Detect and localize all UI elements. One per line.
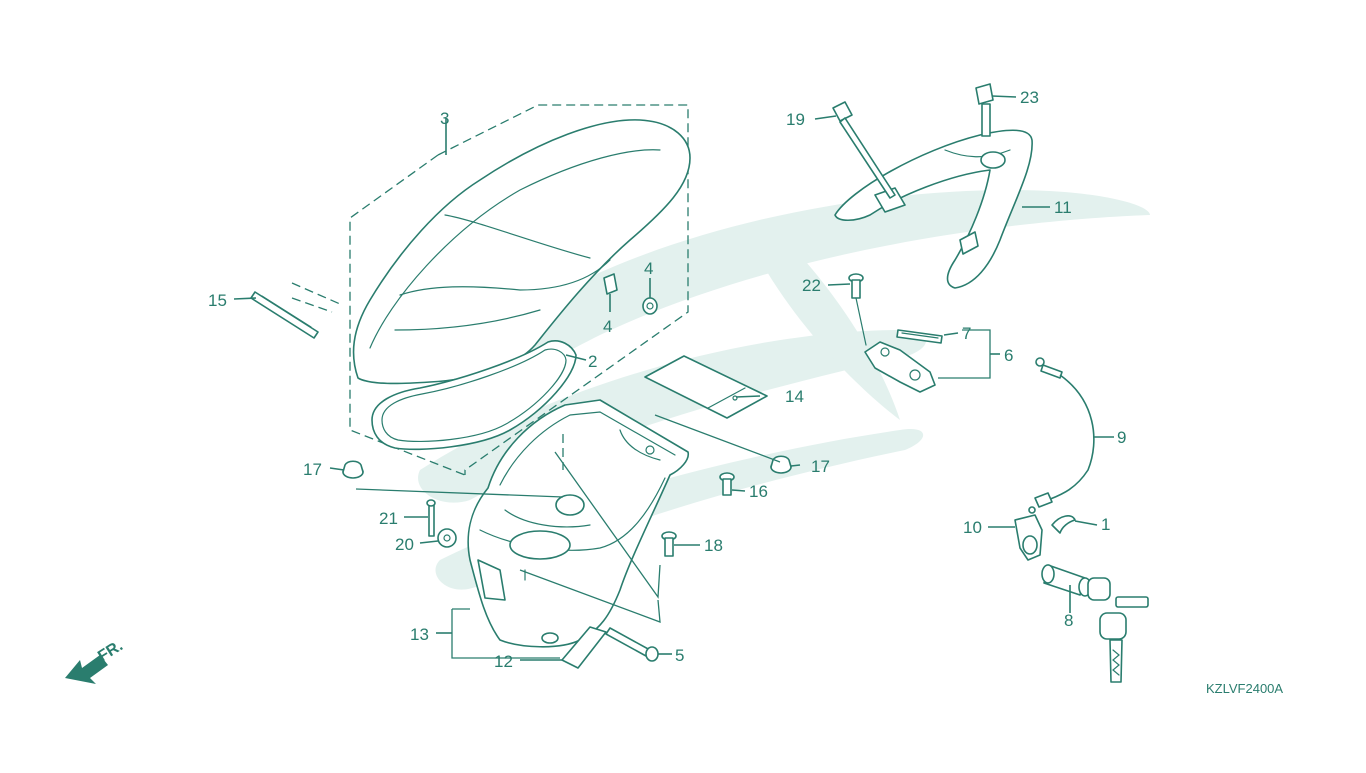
lock-bracket: [1014, 514, 1043, 561]
front-arrow-icon: FR.: [65, 637, 126, 684]
callout-3: 3: [440, 109, 449, 128]
callout-21: 21: [379, 509, 398, 528]
washer-20: [437, 528, 457, 548]
pad: [561, 626, 607, 669]
diagram-code: KZLVF2400A: [1206, 681, 1283, 696]
callout-1: 1: [1101, 515, 1110, 534]
side-strip: [250, 291, 319, 339]
seat-latch: [864, 329, 943, 393]
callout-14: 14: [785, 387, 804, 406]
leader-lines: [233, 95, 1114, 661]
clip: [1051, 515, 1076, 534]
callout-17b: 17: [811, 457, 830, 476]
seat-group-outline: [291, 104, 689, 476]
rubber-cap-right: [770, 455, 792, 474]
callout-19: 19: [786, 110, 805, 129]
callout-23: 23: [1020, 88, 1039, 107]
long-bolt: [605, 627, 659, 662]
bolt-18: [661, 531, 677, 557]
callout-18: 18: [704, 536, 723, 555]
luggage-box: [467, 399, 690, 648]
bolt-16: [719, 472, 735, 496]
bolt-23: [975, 83, 994, 137]
callout-16: 16: [749, 482, 768, 501]
doc-plate: [644, 355, 768, 419]
callout-9: 9: [1117, 428, 1126, 447]
bolt-22: [848, 273, 867, 346]
callouts: 1 2 3 4 4 5 6 7 8 9 10 11 12 13 14 15 16…: [208, 88, 1126, 671]
callout-5: 5: [675, 646, 684, 665]
callout-12: 12: [494, 652, 513, 671]
lock-cable: [1028, 357, 1095, 514]
callout-4b: 4: [603, 317, 612, 336]
bolt-19: [832, 101, 896, 199]
callout-6: 6: [1004, 346, 1013, 365]
pin-21: [426, 499, 436, 537]
callout-7: 7: [962, 324, 971, 343]
callout-8: 8: [1064, 611, 1073, 630]
seat-seal: [371, 340, 577, 451]
callout-20: 20: [395, 535, 414, 554]
grab-rail: [834, 129, 1033, 289]
callout-15: 15: [208, 291, 227, 310]
callout-10: 10: [963, 518, 982, 537]
rubber-cap-left: [342, 460, 364, 479]
callout-4a: 4: [644, 259, 653, 278]
callout-17a: 17: [303, 460, 322, 479]
callout-13: 13: [410, 625, 429, 644]
callout-22: 22: [802, 276, 821, 295]
callout-2: 2: [588, 352, 597, 371]
key-cylinder: [1041, 564, 1149, 683]
callout-11: 11: [1054, 198, 1072, 217]
nut-pair: [603, 273, 658, 315]
